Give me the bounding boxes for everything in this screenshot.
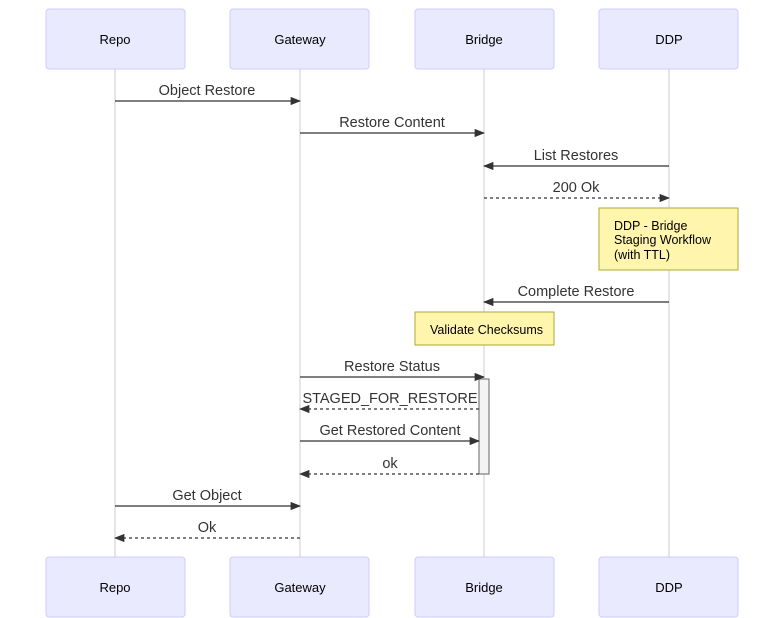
message-complete-restore: Complete Restore	[482, 284, 669, 307]
message-label: STAGED_FOR_RESTORE	[302, 391, 477, 407]
participant-box	[598, 556, 739, 618]
message-label: Restore Status	[344, 359, 440, 375]
participant-label: Repo	[99, 580, 130, 595]
participant-box	[45, 556, 186, 618]
message-object-restore: Object Restore	[115, 83, 302, 106]
participant-gateway-top: Gateway	[229, 8, 370, 70]
participant-ddp-bottom: DDP	[598, 556, 739, 618]
participant-box	[414, 8, 555, 70]
participant-bridge-bottom: Bridge	[414, 556, 555, 618]
message-label: Restore Content	[339, 115, 445, 131]
note-line: (with TTL)	[614, 248, 670, 262]
note-ddp-bridge-staging: DDP - Bridge Staging Workflow (with TTL)	[598, 207, 739, 271]
message-restore-status: Restore Status	[300, 359, 486, 382]
message-label: Object Restore	[159, 83, 256, 99]
note-validate-checksums: Validate Checksums	[414, 311, 555, 346]
note-box	[598, 207, 739, 271]
message-label: Complete Restore	[518, 284, 635, 300]
participant-label: DDP	[655, 580, 682, 595]
participant-gateway-bottom: Gateway	[229, 556, 370, 618]
note-box	[414, 311, 555, 346]
message-get-restored-content: Get Restored Content	[300, 423, 481, 446]
message-label: Get Restored Content	[319, 423, 460, 439]
message-200-ok: 200 Ok	[484, 180, 671, 203]
bridge-activation-bar	[478, 378, 490, 475]
note-line: Staging Workflow	[614, 233, 712, 247]
message-get-object: Get Object	[115, 488, 302, 511]
participant-repo-top: Repo	[45, 8, 186, 70]
message-label: Get Object	[172, 488, 241, 504]
participant-box	[45, 8, 186, 70]
participant-bridge-top: Bridge	[414, 8, 555, 70]
participant-label: Bridge	[465, 32, 503, 47]
message-staged-for-restore: STAGED_FOR_RESTORE	[298, 391, 479, 414]
participant-label: Repo	[99, 32, 130, 47]
participant-label: Bridge	[465, 580, 503, 595]
message-list-restores: List Restores	[482, 148, 669, 171]
participant-box	[229, 8, 370, 70]
note-line: DDP - Bridge	[614, 219, 687, 233]
message-label: 200 Ok	[553, 180, 600, 196]
participant-box	[598, 8, 739, 70]
participant-box	[229, 556, 370, 618]
message-label: List Restores	[534, 148, 619, 164]
participant-box	[414, 556, 555, 618]
participant-ddp-top: DDP	[598, 8, 739, 70]
participant-label: Gateway	[274, 580, 326, 595]
message-label: Ok	[198, 520, 217, 536]
participant-label: DDP	[655, 32, 682, 47]
message-ok-final: Ok	[113, 520, 300, 543]
message-restore-content: Restore Content	[300, 115, 486, 138]
note-line: Validate Checksums	[430, 323, 543, 337]
participant-repo-bottom: Repo	[45, 556, 186, 618]
lifelines	[114, 69, 670, 557]
message-ok-lower: ok	[298, 456, 479, 479]
participant-label: Gateway	[274, 32, 326, 47]
message-label: ok	[382, 456, 398, 472]
